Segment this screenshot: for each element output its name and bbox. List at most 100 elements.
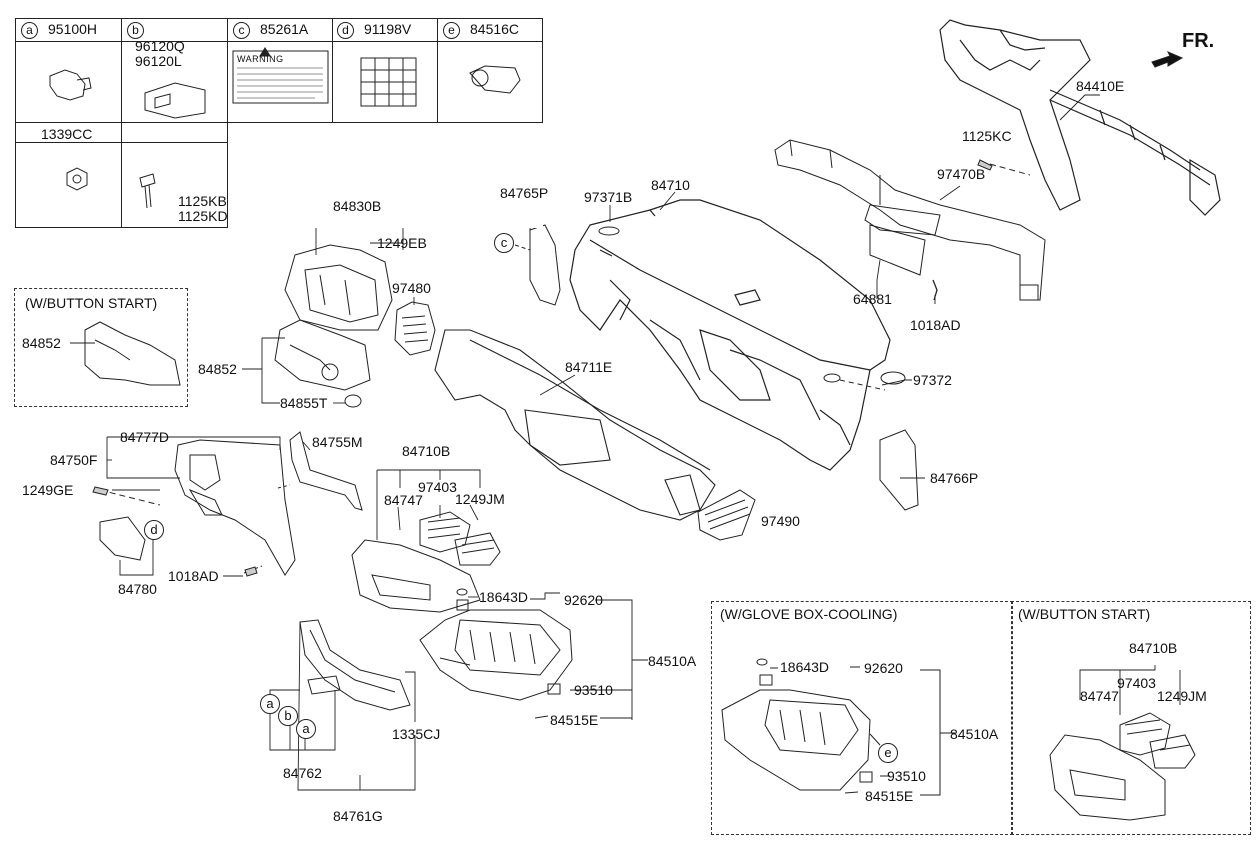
label-84761G: 84761G: [333, 808, 383, 824]
label-93510: 93510: [574, 682, 613, 698]
glove-box-cooling-art: [721, 658, 955, 796]
lower-crash-pad-84750F: [174, 439, 296, 576]
cover-84855T: [344, 394, 362, 408]
label-84780: 84780: [118, 581, 157, 597]
label-64881: 64881: [853, 291, 892, 307]
label-1335CJ: 1335CJ: [392, 726, 441, 742]
legend-body-d: [332, 41, 438, 123]
legend-1339CC-header: 1339CC: [41, 126, 93, 142]
label-97372: 97372: [913, 372, 952, 388]
label-93510-cooling: 93510: [887, 768, 926, 784]
warning-label-text: WARNING: [237, 54, 284, 64]
label-84410E: 84410E: [1076, 78, 1125, 94]
legend-art: [49, 47, 521, 209]
label-84710: 84710: [651, 177, 690, 193]
label-97490: 97490: [761, 513, 800, 529]
label-84762: 84762: [283, 765, 322, 781]
label-84515E: 84515E: [550, 712, 599, 728]
button-start-box-left-title: (W/BUTTON START): [25, 295, 158, 311]
label-84510A: 84510A: [648, 653, 697, 669]
glove-box-84510A: [419, 609, 573, 701]
bracket-84765P: [529, 224, 561, 306]
label-84710B-right: 84710B: [1129, 640, 1178, 656]
label-1249EB: 1249EB: [377, 235, 427, 251]
label-84755M: 84755M: [312, 434, 363, 450]
legend-body-a: [15, 41, 122, 123]
label-1125KC: 1125KC: [962, 128, 1012, 144]
label-84711E: 84711E: [565, 359, 613, 375]
label-84765P: 84765P: [500, 185, 549, 201]
label-84852-box: 84852: [22, 335, 61, 351]
label-84852: 84852: [198, 361, 237, 377]
button-start-vent-art: [1049, 712, 1196, 821]
label-97480: 97480: [392, 280, 431, 296]
legend-body-b: [121, 41, 228, 123]
label-18643D: 18643D: [479, 589, 529, 605]
legend-body-bolt: [121, 142, 228, 228]
leader-lines: [70, 94, 1181, 791]
label-92620: 92620: [564, 592, 603, 608]
legend-header-d: [332, 18, 438, 42]
front-direction-label: FR.: [1182, 30, 1215, 52]
label-84710B: 84710B: [402, 443, 451, 459]
sensor-icon: [469, 65, 521, 94]
legend-header-bolt: [121, 122, 228, 143]
crash-pad-frame-84410E: [939, 19, 1221, 216]
ref-circle-c: c: [494, 233, 514, 253]
legend-b-header: b: [127, 21, 154, 39]
ref-circle-d: d: [144, 520, 164, 540]
button-start-box-right: [1011, 601, 1251, 835]
legend-header-a: [15, 18, 122, 42]
label-84855T: 84855T: [280, 395, 328, 411]
center-vent-84710B: [351, 511, 501, 613]
label-97371B: 97371B: [584, 189, 633, 205]
legend-body-1339CC: [15, 142, 122, 228]
module-icon: [144, 82, 206, 119]
legend-body-c: [228, 41, 333, 123]
vent-97480: [394, 301, 436, 356]
main-crash-pad-84710: [569, 199, 891, 471]
ref-circle-e: e: [878, 743, 898, 763]
trim-84755M: [289, 431, 363, 511]
label-92620-cooling: 92620: [864, 660, 903, 676]
vent-97490: [697, 489, 756, 541]
label-84510A-cooling: 84510A: [950, 726, 999, 742]
label-1249GE: 1249GE: [22, 482, 74, 498]
warning-label-icon: [232, 50, 329, 104]
label-97403: 97403: [418, 479, 457, 495]
lower-trim-84761G: [299, 619, 411, 711]
label-1249JM-right: 1249JM: [1157, 688, 1207, 704]
nut-icon: [66, 167, 88, 191]
label-84830B: 84830B: [333, 198, 382, 214]
button-start-box-right-title: (W/BUTTON START): [1018, 606, 1151, 622]
side-cover-84766P: [879, 429, 919, 511]
label-1018AD-left: 1018AD: [168, 568, 219, 584]
label-1018AD-top: 1018AD: [910, 317, 961, 333]
legend-body-e: [437, 41, 543, 123]
glove-box-cooling-box: [711, 601, 1013, 835]
label-97403-right: 97403: [1117, 675, 1156, 691]
glove-box-cooling-title: (W/GLOVE BOX-COOLING): [720, 606, 898, 622]
button-start-box-left: [14, 288, 188, 407]
cluster-housing-84830B: [274, 244, 393, 391]
label-84766P: 84766P: [930, 470, 979, 486]
front-arrow-icon: [1151, 51, 1184, 68]
cover-84780: [99, 516, 146, 561]
label-1249JM: 1249JM: [455, 491, 505, 507]
lower-panel-84711E: [434, 329, 716, 521]
label-84515E-cooling: 84515E: [865, 788, 914, 804]
air-duct-97470B: [774, 139, 1046, 301]
label-84777D: 84777D: [120, 429, 170, 445]
label-84747: 84747: [384, 492, 423, 508]
label-97470B: 97470B: [937, 166, 986, 182]
legend-header-c: [228, 18, 333, 42]
bolt-icon: [139, 173, 156, 188]
